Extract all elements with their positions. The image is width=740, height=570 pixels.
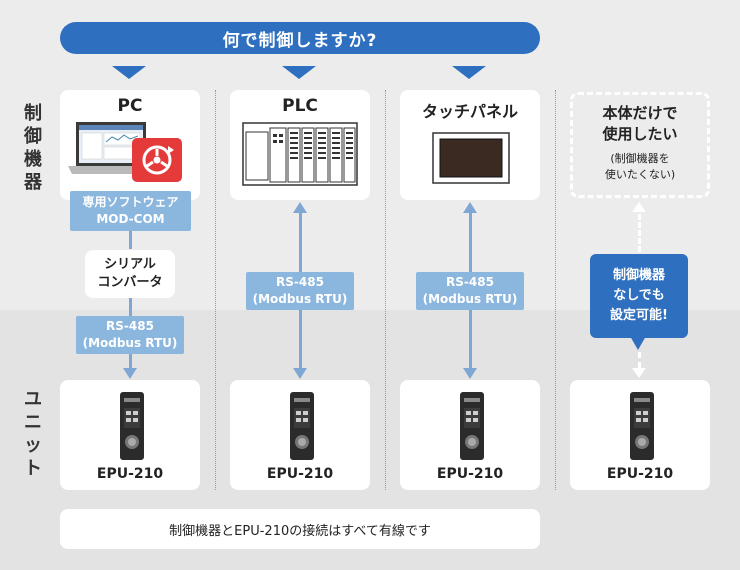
standalone-dashed-line [638, 214, 641, 252]
side-label-unit: ユニット [24, 389, 42, 479]
standalone-card: 本体だけで 使用したい (制御機器を 使いたくない) [570, 92, 710, 198]
touch-panel-card: タッチパネル [400, 90, 540, 200]
touch-panel-title: タッチパネル [421, 102, 518, 121]
down-triangle-touch [452, 66, 486, 79]
column-separator [215, 90, 216, 490]
arrow-up-icon [293, 202, 307, 213]
question-text: 何で制御しますか? [222, 30, 378, 51]
no-controller-callout: 制御機器 なしでも 設定可能! [590, 254, 688, 338]
touch-connection-line [469, 310, 472, 368]
touch-protocol-label: RS-485 (Modbus RTU) [416, 272, 524, 310]
arrow-down-icon [123, 368, 137, 379]
epu-device-icon [120, 392, 144, 460]
column-separator [555, 90, 556, 490]
unit-card: EPU-210 [400, 380, 540, 490]
arrow-up-icon [463, 202, 477, 213]
down-triangle-plc [282, 66, 316, 79]
plc-title: PLC [282, 96, 318, 116]
question-header: 何で制御しますか? [60, 22, 540, 54]
unit-label: EPU-210 [266, 466, 334, 482]
unit-label: EPU-210 [96, 466, 164, 482]
mod-com-app-icon [132, 138, 182, 182]
epu-device-icon [290, 392, 314, 460]
pc-connection-line [129, 231, 132, 249]
plc-card: PLC [230, 90, 370, 200]
arrow-down-icon [293, 368, 307, 379]
arrow-up-icon [632, 202, 646, 212]
plc-device-icon [242, 122, 358, 186]
software-label: 専用ソフトウェア MOD-COM [70, 191, 191, 231]
plc-protocol-label: RS-485 (Modbus RTU) [246, 272, 354, 310]
unit-label: EPU-210 [436, 466, 504, 482]
unit-card: EPU-210 [570, 380, 710, 490]
standalone-subtitle: (制御機器を 使いたくない) [604, 152, 676, 181]
pc-connection-line [129, 354, 132, 368]
column-separator [385, 90, 386, 490]
touch-panel-icon [432, 132, 510, 184]
unit-card: EPU-210 [230, 380, 370, 490]
side-label-controller: 制御機器 [24, 103, 42, 193]
unit-card: EPU-210 [60, 380, 200, 490]
touch-connection-line [469, 212, 472, 272]
pc-protocol-label: RS-485 (Modbus RTU) [76, 316, 184, 354]
down-triangle-pc [112, 66, 146, 79]
wired-connection-note: 制御機器とEPU-210の接続はすべて有線です [60, 509, 540, 549]
callout-tail [630, 336, 646, 350]
pc-title: PC [117, 96, 143, 116]
serial-converter-box: シリアル コンバータ [85, 250, 175, 298]
pc-connection-line [129, 298, 132, 316]
pc-card: PC [60, 90, 200, 200]
standalone-title: 本体だけで 使用したい [602, 104, 678, 143]
standalone-dashed-line [638, 352, 641, 368]
plc-connection-line [299, 212, 302, 272]
plc-connection-line [299, 310, 302, 368]
unit-label: EPU-210 [606, 466, 674, 482]
arrow-down-icon [632, 368, 646, 378]
epu-device-icon [460, 392, 484, 460]
epu-device-icon [630, 392, 654, 460]
arrow-down-icon [463, 368, 477, 379]
